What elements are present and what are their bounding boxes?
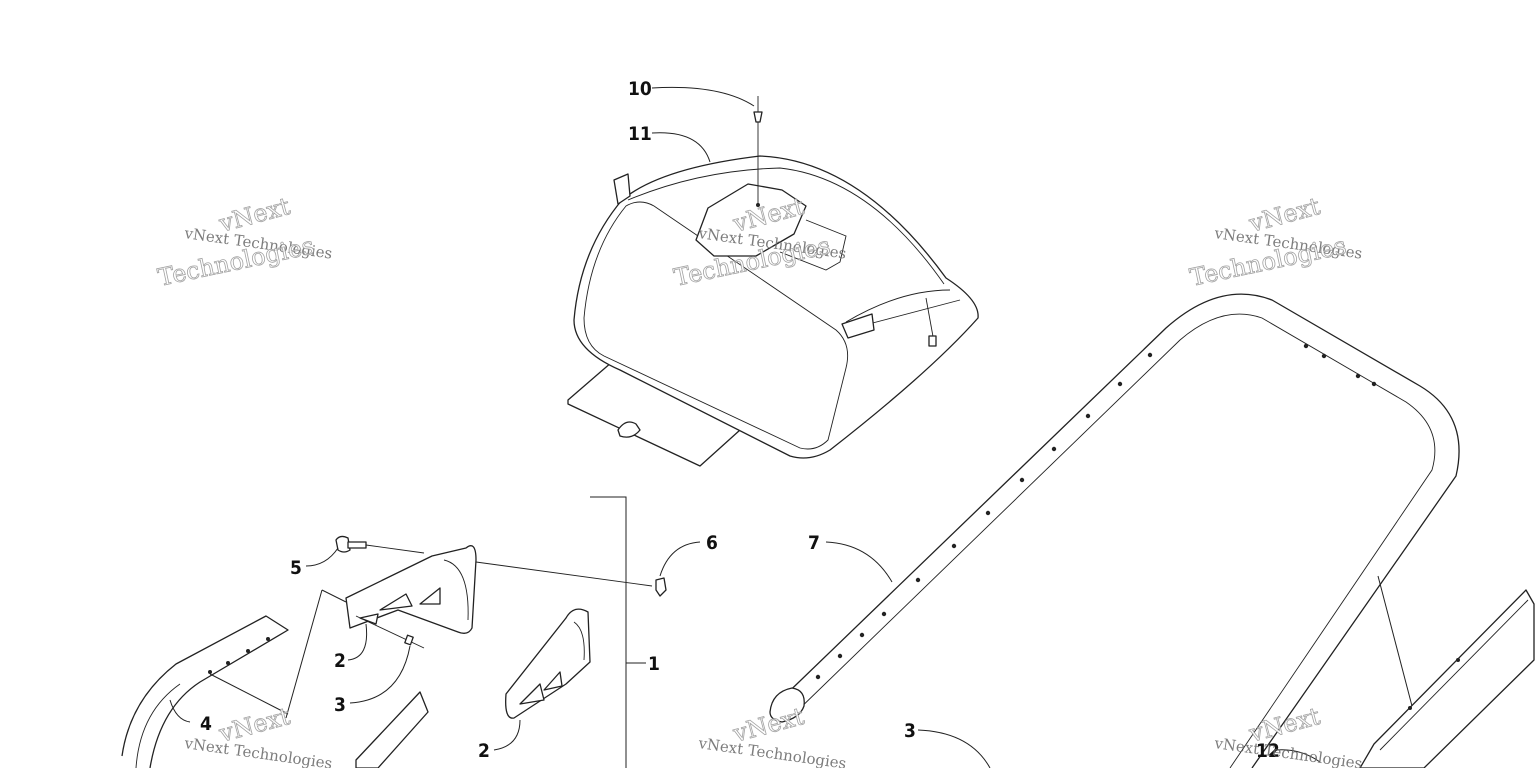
callout-5: 5 (290, 557, 302, 579)
callout-7: 7 (808, 532, 820, 554)
screw-part (753, 96, 763, 206)
side-rail-part (1359, 589, 1535, 768)
callout-labels: 10 11 5 6 7 2 3 4 1 2 3 12 (200, 78, 1280, 762)
leader-lines (169, 86, 1413, 768)
callout-11: 11 (628, 123, 652, 145)
callout-6: 6 (706, 532, 718, 554)
svg-text:vNext Technologies: vNext Technologies (696, 734, 847, 768)
watermark-top-left: vNext vNext Technologies Technologies (155, 192, 333, 293)
callout-3: 3 (334, 694, 346, 716)
callout-4: 4 (200, 713, 212, 735)
watermark-top-right: vNext vNext Technologies Technologies (1187, 192, 1363, 293)
bracket-lower-part (505, 608, 591, 719)
pin-part (355, 615, 425, 649)
callout-2-lower: 2 (478, 740, 490, 762)
bolt-part (335, 535, 425, 554)
callout-2: 2 (334, 650, 346, 672)
svg-text:vNext Technologies: vNext Technologies (182, 734, 333, 768)
callout-10: 10 (628, 78, 652, 100)
callout-12: 12 (1256, 740, 1280, 762)
strap-part (355, 691, 429, 768)
bracket-upper-part (345, 545, 653, 634)
callout-3-lower: 3 (904, 720, 916, 742)
watermark-bottom-left: vNext vNext Technologies (182, 702, 333, 768)
callout-1: 1 (648, 653, 660, 675)
grip-rail-part (121, 615, 289, 768)
storage-bag-part (567, 155, 979, 467)
tube-frame-part (769, 293, 1460, 768)
rivet-part (655, 577, 667, 597)
